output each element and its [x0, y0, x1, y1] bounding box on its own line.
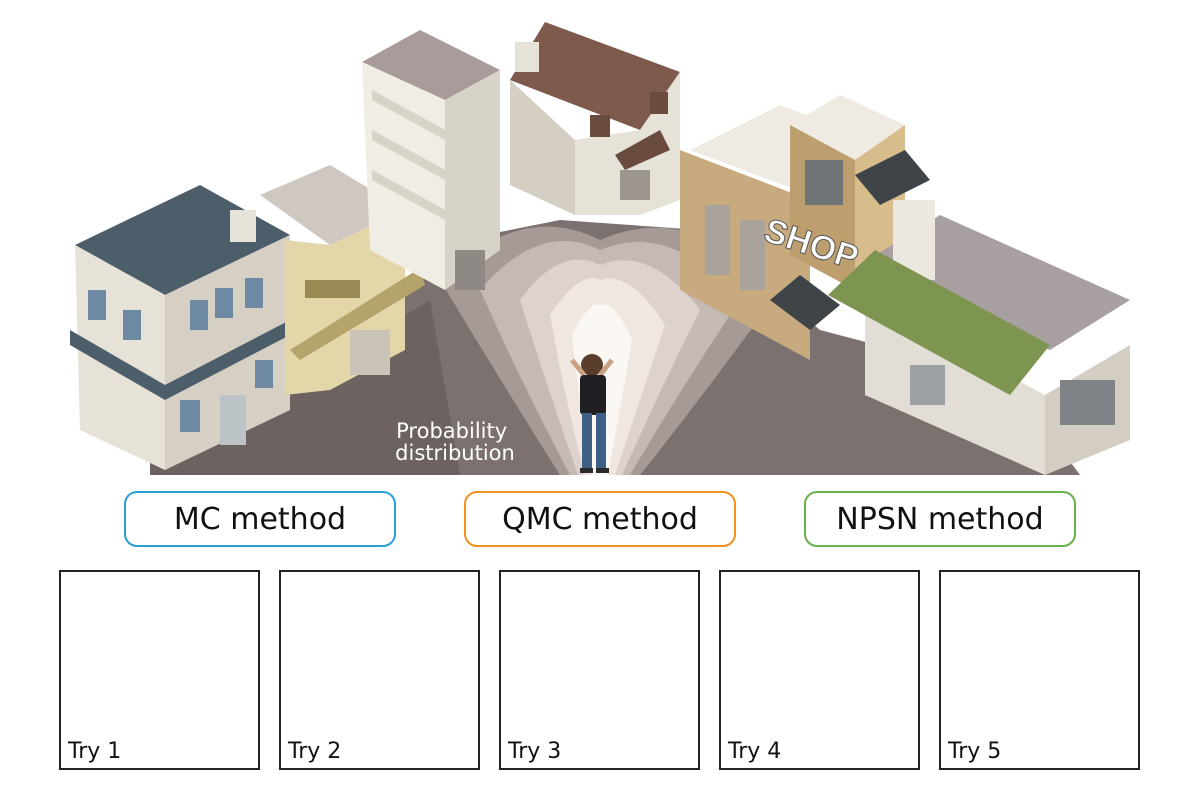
- qmc-method-button[interactable]: QMC method: [464, 491, 736, 547]
- mc-method-label: MC method: [173, 501, 347, 537]
- try-box-3: Try 3: [499, 570, 700, 770]
- right-building: [828, 200, 1130, 475]
- distribution-label-line-1: Probability: [396, 419, 507, 443]
- person-figure: [570, 354, 614, 473]
- try-label-2: Try 2: [288, 739, 342, 764]
- distribution-label-line-2: distribution: [395, 441, 515, 465]
- street-scene-illustration: SHOP Probability distribution: [70, 22, 1130, 475]
- try-box-4: Try 4: [719, 570, 920, 770]
- try-label-4: Try 4: [728, 739, 782, 764]
- try-box-1: Try 1: [59, 570, 260, 770]
- npsn-method-label: NPSN method: [836, 501, 1044, 537]
- tall-tower: [362, 30, 500, 290]
- probability-distribution-label: Probability distribution: [395, 419, 515, 465]
- try-box-5: Try 5: [939, 570, 1140, 770]
- try-label-1: Try 1: [68, 739, 122, 764]
- qmc-method-label: QMC method: [502, 501, 698, 537]
- brown-roof-house: [510, 22, 680, 215]
- mc-method-button[interactable]: MC method: [124, 491, 396, 547]
- npsn-method-button[interactable]: NPSN method: [804, 491, 1076, 547]
- yellow-building: [260, 165, 425, 395]
- try-label-5: Try 5: [948, 739, 1002, 764]
- try-box-2: Try 2: [279, 570, 480, 770]
- try-label-3: Try 3: [508, 739, 562, 764]
- left-house: [70, 185, 290, 470]
